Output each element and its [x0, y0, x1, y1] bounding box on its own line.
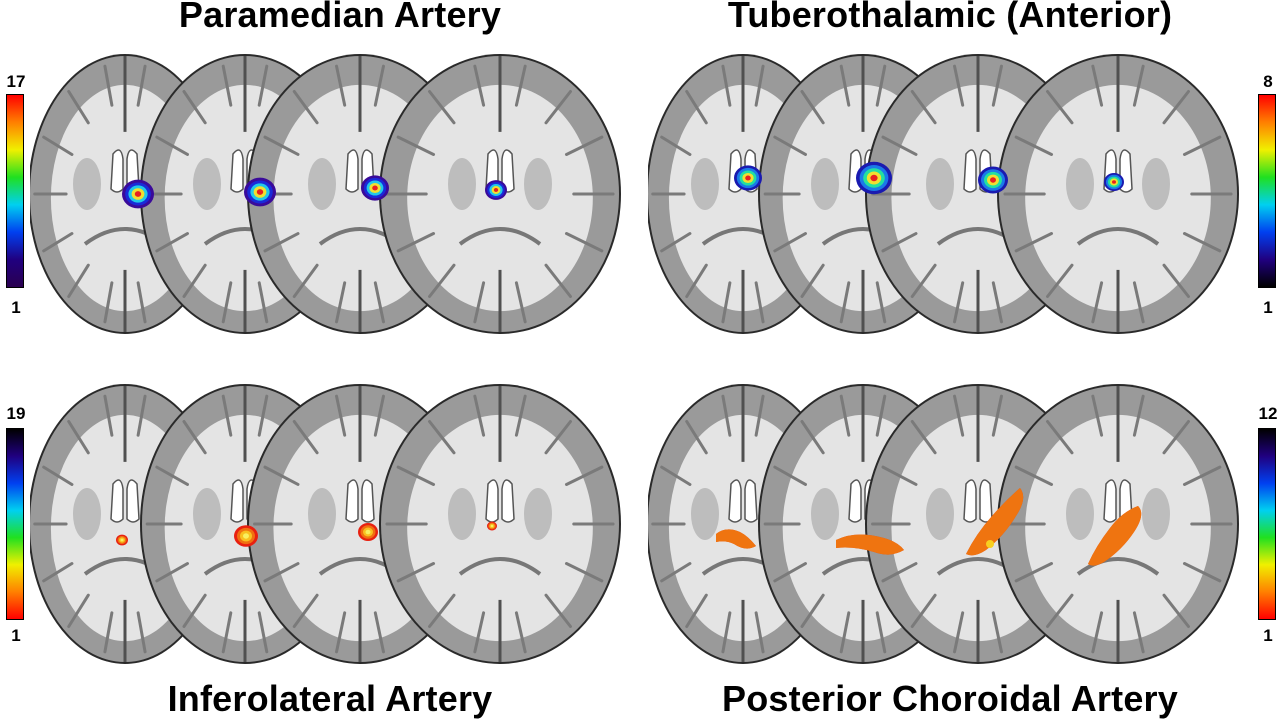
- lesion-overlay-4: [1088, 506, 1142, 566]
- brain-slice-4: [997, 54, 1239, 334]
- lesion-overlay-3: [361, 175, 389, 201]
- colorbar-max-label: 12: [1258, 404, 1278, 423]
- panel-title-paramedian: Paramedian Artery: [178, 0, 502, 35]
- brain-panel-tuberothalamic: [648, 44, 1248, 344]
- colorbar-min-label: 1: [1263, 626, 1273, 645]
- lesion-overlay-2: [234, 525, 258, 547]
- colorbar-max-label: 8: [1263, 72, 1273, 91]
- lesion-overlay-2: [856, 161, 892, 195]
- brain-slice-4: [379, 384, 621, 664]
- colorbar-paramedian: [6, 94, 24, 288]
- panel-title-tuberothalamic: Tuberothalamic (Anterior): [727, 0, 1173, 35]
- lesion-overlay-4: [487, 521, 497, 531]
- lesion-overlay-1: [734, 165, 762, 191]
- colorbar-max-label: 19: [6, 404, 26, 423]
- colorbar-posterior-choroidal: [1258, 428, 1276, 620]
- lesion-overlay-1: [716, 529, 756, 549]
- lesion-overlay-2: [836, 534, 904, 555]
- colorbar-tuberothalamic: [1258, 94, 1276, 288]
- panel-title-inferolateral: Inferolateral Artery: [167, 678, 493, 719]
- lesion-overlay-1: [122, 179, 154, 209]
- colorbar-max-label: 17: [6, 72, 26, 91]
- colorbar-inferolateral: [6, 428, 24, 620]
- lesion-overlay-2: [244, 177, 276, 207]
- panel-title-posterior-choroidal: Posterior Choroidal Artery: [722, 678, 1178, 719]
- lesion-overlay-3: [978, 166, 1008, 194]
- lesion-overlay-1: [116, 534, 128, 546]
- brain-panel-inferolateral: [30, 374, 630, 674]
- colorbar-min-label: 1: [11, 626, 21, 645]
- lesion-overlay-3: [966, 488, 1024, 556]
- brain-slice-4: [997, 384, 1239, 664]
- lesion-overlay-4: [485, 180, 507, 200]
- colorbar-min-label: 1: [11, 298, 21, 317]
- lesion-overlay-3: [358, 523, 378, 541]
- colorbar-min-label: 1: [1263, 298, 1273, 317]
- lesion-overlay-4: [1104, 173, 1124, 191]
- brain-panel-posterior-choroidal: [648, 374, 1248, 674]
- brain-panel-paramedian: [30, 44, 630, 344]
